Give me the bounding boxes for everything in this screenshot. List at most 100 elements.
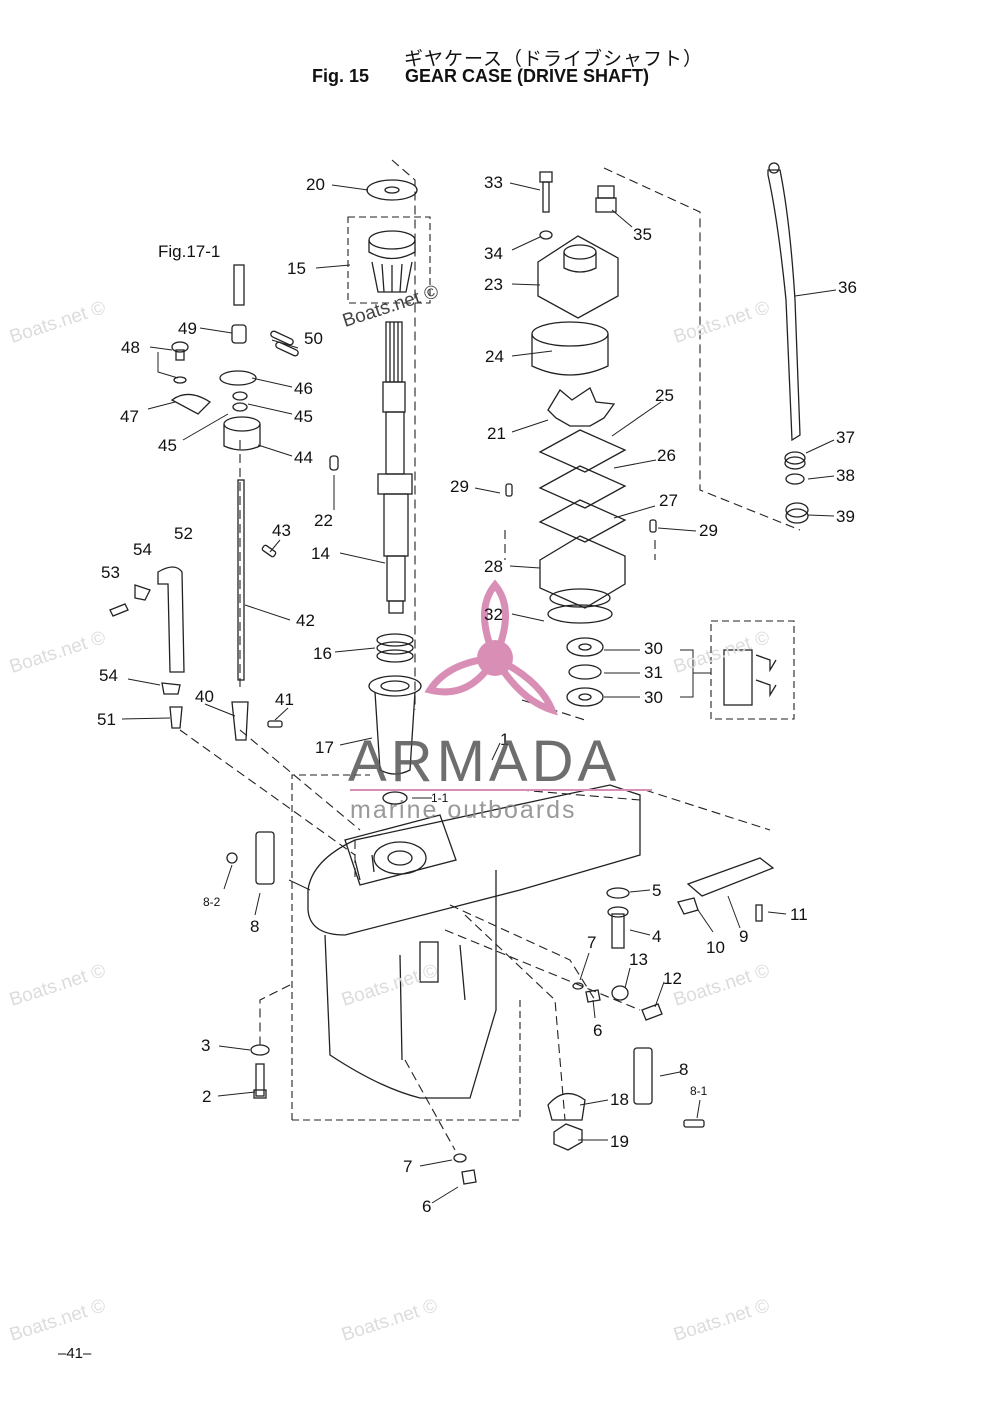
callout-21[interactable]: 21 <box>487 424 506 443</box>
part-26-plate <box>538 465 627 509</box>
part-52-hose <box>157 566 185 673</box>
callout-29-right[interactable]: 29 <box>699 521 718 540</box>
callout-8-lower[interactable]: 8 <box>679 1060 689 1079</box>
part-48-bolt <box>171 341 189 361</box>
callout-23[interactable]: 23 <box>484 275 503 294</box>
callout-35[interactable]: 35 <box>633 225 652 244</box>
callout-25[interactable]: 25 <box>655 386 674 405</box>
callout-33[interactable]: 33 <box>484 173 503 192</box>
callout-43[interactable]: 43 <box>272 521 291 540</box>
callout-45-right[interactable]: 45 <box>294 407 313 426</box>
callout-40[interactable]: 40 <box>195 687 214 706</box>
callout-48[interactable]: 48 <box>121 338 140 357</box>
callout-42[interactable]: 42 <box>296 611 315 630</box>
callout-38[interactable]: 38 <box>836 466 855 485</box>
part-21-impeller <box>547 387 616 427</box>
cross-reference-label[interactable]: Fig.17-1 <box>158 242 221 261</box>
callout-22[interactable]: 22 <box>314 511 333 530</box>
callout-7-upper[interactable]: 7 <box>587 933 597 952</box>
part-7-washer-upper <box>572 982 584 990</box>
callout-9[interactable]: 9 <box>739 927 749 946</box>
callout-5[interactable]: 5 <box>652 881 662 900</box>
part-23-pump-housing <box>537 235 619 319</box>
callout-39[interactable]: 39 <box>836 507 855 526</box>
callout-16[interactable]: 16 <box>313 644 332 663</box>
figure-number: Fig. 15 <box>312 66 370 86</box>
dashed-frames <box>291 216 795 1121</box>
part-27-gasket <box>538 499 627 543</box>
callout-11[interactable]: 11 <box>790 905 808 924</box>
callout-10[interactable]: 10 <box>706 938 725 957</box>
part-53-screw <box>109 603 129 617</box>
callout-24[interactable]: 24 <box>485 347 504 366</box>
part-43-pin <box>261 544 277 558</box>
callout-34[interactable]: 34 <box>484 244 503 263</box>
part-45-ring-upper <box>232 391 248 401</box>
part-31-spacer <box>568 664 602 680</box>
callout-49[interactable]: 49 <box>178 319 197 338</box>
part-4-bolt <box>607 906 629 949</box>
part-shift-rod-upper <box>233 264 245 306</box>
callout-36[interactable]: 36 <box>838 278 857 297</box>
part-5-washer <box>606 887 630 899</box>
part-36-water-tube <box>767 169 801 442</box>
callout-14[interactable]: 14 <box>311 544 330 563</box>
part-30-seal-upper <box>566 637 604 657</box>
callout-6-lower[interactable]: 6 <box>422 1197 432 1216</box>
callout-15[interactable]: 15 <box>287 259 306 278</box>
callout-29-left[interactable]: 29 <box>450 477 469 496</box>
callout-31[interactable]: 31 <box>644 663 663 682</box>
callout-50[interactable]: 50 <box>304 329 323 348</box>
callout-54-lower[interactable]: 54 <box>99 666 118 685</box>
callout-18[interactable]: 18 <box>610 1090 629 1109</box>
callout-13[interactable]: 13 <box>629 950 648 969</box>
callout-41[interactable]: 41 <box>275 690 294 709</box>
callout-19[interactable]: 19 <box>610 1132 629 1151</box>
part-12-screw <box>641 1003 663 1021</box>
callout-1-1[interactable]: 1-1 <box>431 791 449 805</box>
callout-17[interactable]: 17 <box>315 738 334 757</box>
part-10-clip <box>677 897 699 915</box>
part-16-spring <box>376 633 414 663</box>
callout-47[interactable]: 47 <box>120 407 139 426</box>
callout-6-upper[interactable]: 6 <box>593 1021 603 1040</box>
callout-7-lower[interactable]: 7 <box>403 1157 413 1176</box>
callout-27[interactable]: 27 <box>659 491 678 510</box>
part-22-key <box>329 455 339 471</box>
callout-26[interactable]: 26 <box>657 446 676 465</box>
callout-20[interactable]: 20 <box>306 175 325 194</box>
callout-1[interactable]: 1 <box>500 730 510 749</box>
callout-53[interactable]: 53 <box>101 563 120 582</box>
callout-8-upper[interactable]: 8 <box>250 917 260 936</box>
callout-30-lower[interactable]: 30 <box>644 688 663 707</box>
leader-lines <box>121 182 837 1204</box>
callout-8-2[interactable]: 8-2 <box>203 895 221 909</box>
callout-2[interactable]: 2 <box>202 1087 212 1106</box>
callout-32[interactable]: 32 <box>484 605 503 624</box>
part-29-pin-left <box>505 483 513 497</box>
part-35-grommet <box>595 185 617 213</box>
callout-46[interactable]: 46 <box>294 379 313 398</box>
part-40-shift-cam <box>231 701 249 741</box>
callout-37[interactable]: 37 <box>836 428 855 447</box>
part-8-2-nut <box>226 852 238 864</box>
callout-12[interactable]: 12 <box>663 969 682 988</box>
callout-51[interactable]: 51 <box>97 710 116 729</box>
part-2-bolt <box>253 1063 267 1099</box>
part-39-seal <box>785 502 809 524</box>
callout-3[interactable]: 3 <box>201 1036 211 1055</box>
part-33-bolt <box>539 171 553 213</box>
callout-30-upper[interactable]: 30 <box>644 639 663 658</box>
callout-8-1[interactable]: 8-1 <box>690 1084 708 1098</box>
callout-44[interactable]: 44 <box>294 448 313 467</box>
callout-52[interactable]: 52 <box>174 524 193 543</box>
armada-logo-mark <box>424 579 558 716</box>
callout-4[interactable]: 4 <box>652 927 662 946</box>
callout-45-left[interactable]: 45 <box>158 436 177 455</box>
callout-54-upper[interactable]: 54 <box>133 540 152 559</box>
part-1-1-bushing <box>382 791 408 805</box>
part-17-sleeve <box>368 675 422 775</box>
part-9-anode-plate <box>686 857 775 897</box>
callout-28[interactable]: 28 <box>484 557 503 576</box>
